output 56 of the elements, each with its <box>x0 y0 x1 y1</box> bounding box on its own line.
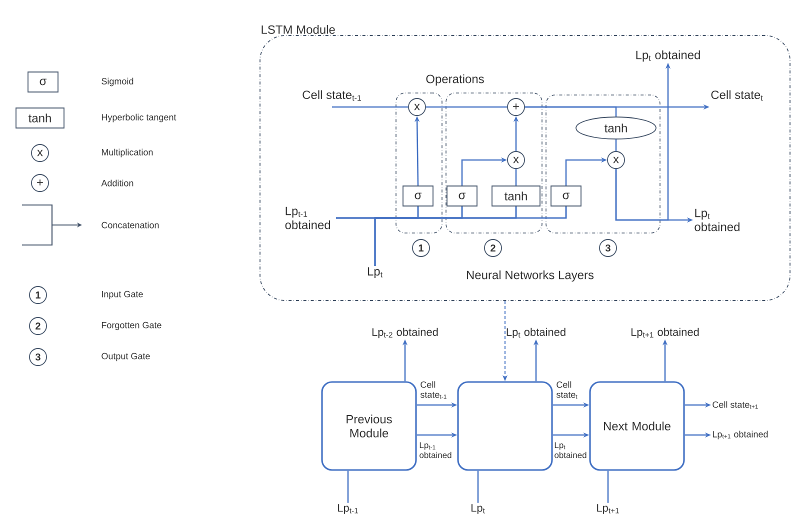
state-label: Cell state$_{t}$ <box>711 90 763 101</box>
connector-line <box>515 168 517 186</box>
state-label: Lp$_{t+1}$ <box>597 504 619 514</box>
gate-number: 1 <box>412 239 430 257</box>
layer-box: σ <box>28 72 58 92</box>
layer-box: σ <box>550 186 582 206</box>
connector-line <box>426 106 508 108</box>
connector-line <box>347 470 349 503</box>
connector-line <box>607 470 609 503</box>
state-label: Lp$_{t}$ <box>368 267 382 278</box>
state-label: Lp$_{t-1}$ obtained <box>285 206 330 230</box>
gate-number: 3 <box>599 239 617 257</box>
layer-box: σ <box>446 186 478 206</box>
module-box <box>457 381 553 471</box>
connector-line <box>332 106 408 108</box>
state-label: Lp$_{t-2}$ obtained <box>372 328 438 338</box>
connector-line <box>615 139 617 152</box>
legend-label: Addition <box>101 180 134 186</box>
module-box: Next Module <box>589 381 685 471</box>
connector-line <box>374 206 567 266</box>
layer-box: tanh <box>16 108 64 128</box>
edge-label: Cell state$_{t-1}$ <box>420 381 446 399</box>
legend-label: Forgotten Gate <box>102 322 162 330</box>
state-label: Lp$_{t-1}$ <box>338 504 358 514</box>
gate-group-box <box>546 94 660 234</box>
state-label: Lp$_{t}$ obtained <box>694 208 740 232</box>
state-label: Cell state$_{t+1}$ <box>712 401 758 409</box>
gate-group-box <box>446 92 542 234</box>
state-label: Lp$_{t}$ <box>471 504 485 514</box>
legend-label: Hyperbolic tangent <box>102 114 176 122</box>
edge-label: Lp$_{t}$ obtained <box>554 442 586 458</box>
state-label: Lp$_{t}$ obtained <box>636 50 700 62</box>
node-label: LSTM Module <box>262 25 335 34</box>
legend-label: Multiplication <box>102 148 153 158</box>
edge-label: Lp$_{t-1}$ obtained <box>420 442 452 458</box>
legend-label: Input Gate <box>102 290 143 300</box>
state-label: Lp$_{t}$ obtained <box>506 328 566 338</box>
legend-label: Concatenation <box>102 222 159 228</box>
module-box: Previous Module <box>321 381 417 471</box>
connector-line <box>477 470 479 503</box>
state-label: Cell state$_{t-1}$ <box>302 90 362 101</box>
gate-number: 2 <box>29 317 47 335</box>
gate-number: 1 <box>29 286 47 304</box>
legend-label: Sigmoid <box>102 78 134 86</box>
gate-number: 3 <box>29 348 47 366</box>
connector-line <box>524 106 617 117</box>
edge-label: Cell state$_{t}$ <box>556 381 578 399</box>
section-label: Operations <box>426 74 484 86</box>
state-label: Lp$_{t+1}$ obtained <box>631 328 699 338</box>
gate-number: 2 <box>484 239 502 257</box>
section-label: Neural Networks Layers <box>466 270 594 282</box>
gate-group-box <box>396 92 442 234</box>
legend-label: Output Gate <box>102 352 150 362</box>
layer-box: tanh <box>492 186 540 206</box>
layer-box: σ <box>402 186 434 206</box>
state-label: Lp$_{t+1}$ obtained <box>712 430 768 440</box>
